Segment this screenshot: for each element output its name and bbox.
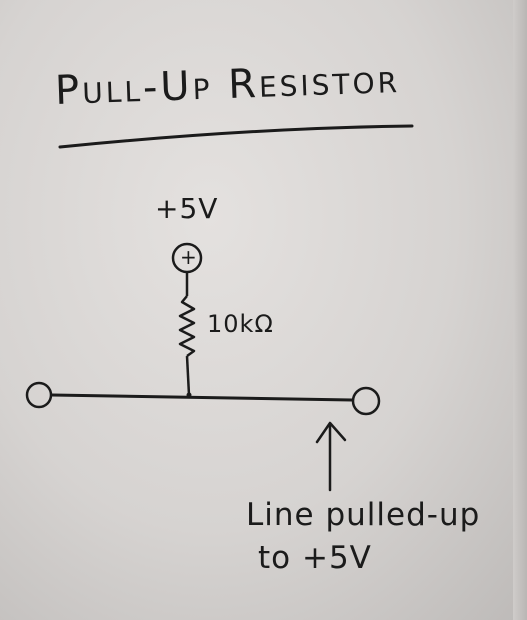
right-terminal [351, 386, 381, 416]
left-terminal [25, 381, 53, 409]
junction-wire [185, 355, 191, 396]
annotation-line-1: Line pulled-up [246, 497, 481, 533]
plus-symbol: + [180, 245, 198, 269]
junction-dot [186, 392, 192, 398]
page-edge [513, 0, 527, 620]
supply-voltage-label: +5V [155, 192, 219, 225]
annotation-line-2: to +5V [258, 540, 372, 576]
resistor-value-label: 10kΩ [207, 310, 274, 338]
resistor-symbol [178, 295, 196, 358]
signal-line [50, 393, 354, 402]
pointer-arrow [315, 421, 347, 492]
title-underline [58, 124, 414, 149]
